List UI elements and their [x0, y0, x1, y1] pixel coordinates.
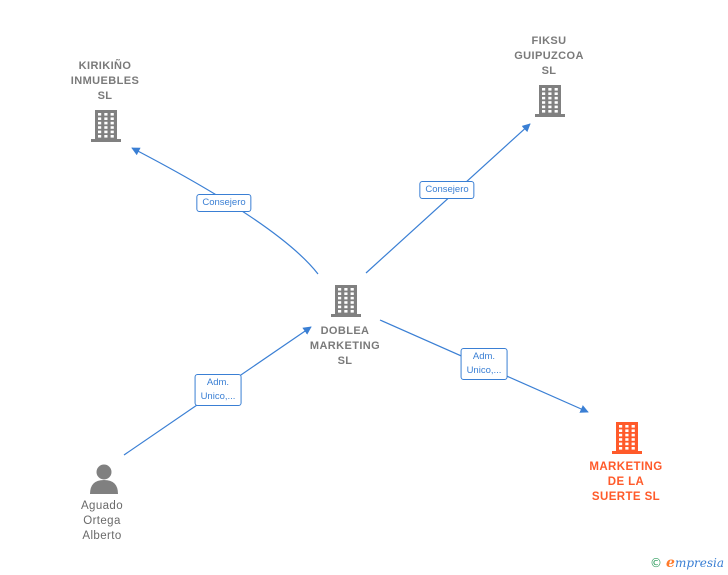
edge-label-doblea-kirikino[interactable]: Consejero: [196, 194, 252, 212]
edge-doblea-to-kirikino: [131, 147, 319, 275]
node-label-aguado[interactable]: Aguado Ortega Alberto: [80, 500, 124, 542]
node-label-doblea[interactable]: DOBLEA MARKETING SL: [309, 325, 381, 367]
node-label-kirikino[interactable]: KIRIKIÑO INMUEBLES SL: [70, 60, 140, 102]
brand-name: mpresia: [674, 556, 724, 570]
copyright-icon: ©: [650, 556, 663, 570]
brand-initial: e: [666, 555, 675, 571]
building-icon-doblea[interactable]: [331, 285, 361, 317]
node-label-suerte[interactable]: MARKETING DE LA SUERTE SL: [589, 461, 663, 503]
building-icon-fiksu[interactable]: [535, 85, 565, 117]
person-icon-aguado[interactable]: [90, 464, 118, 495]
edge-label-doblea-fiksu[interactable]: Consejero: [419, 181, 475, 199]
building-icon-kirikino[interactable]: [91, 110, 121, 142]
node-label-fiksu[interactable]: FIKSU GUIPUZCOA SL: [514, 35, 584, 77]
edge-label-aguado-doblea[interactable]: Adm. Unico,...: [194, 374, 242, 406]
footer-brand: ©empresia: [650, 555, 724, 571]
building-icon-suerte[interactable]: [612, 422, 642, 454]
edge-label-doblea-suerte[interactable]: Adm. Unico,...: [460, 348, 508, 380]
